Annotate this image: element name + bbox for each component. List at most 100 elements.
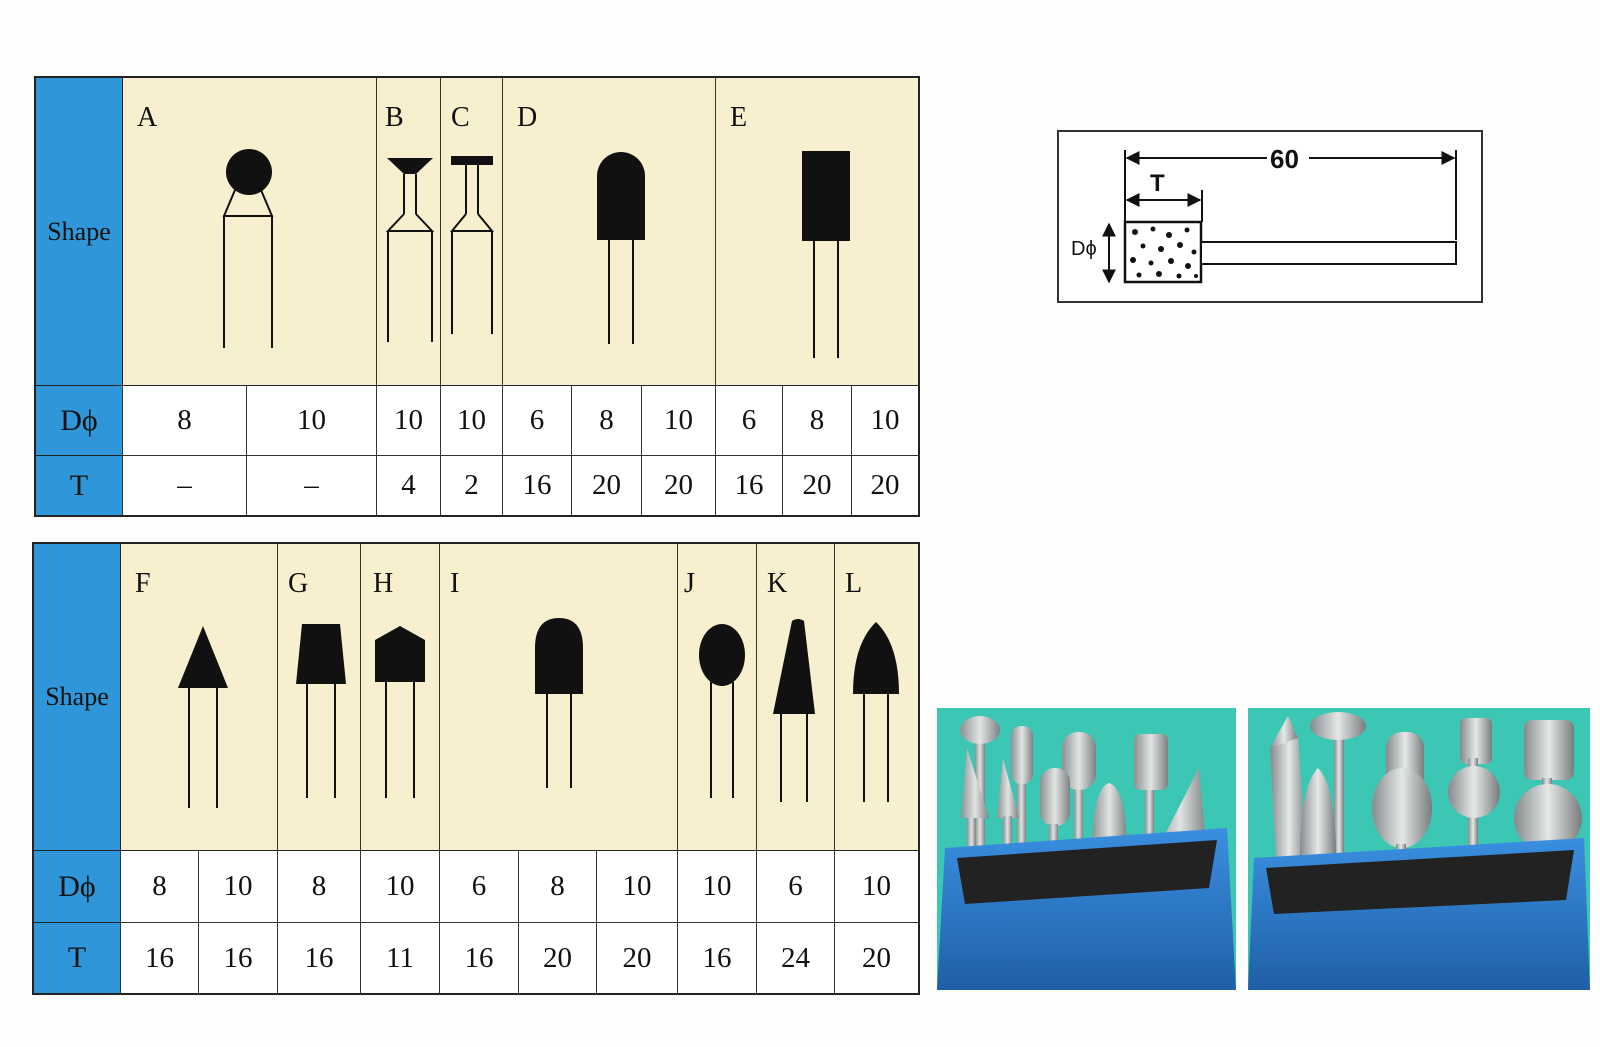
thickness-cell: 20 xyxy=(782,456,851,515)
group-k: K xyxy=(757,544,835,850)
group-letter: F xyxy=(135,568,151,599)
thickness-cell: 20 xyxy=(851,456,918,515)
diameter-cell: 8 xyxy=(122,386,246,456)
tool-shape-j xyxy=(699,624,745,798)
tool-shapes xyxy=(178,618,899,808)
group-e: E xyxy=(716,78,919,385)
thickness-cell: 16 xyxy=(502,456,571,515)
thickness-cell: 20 xyxy=(834,923,918,993)
group-letter: L xyxy=(845,568,863,599)
thickness-cell: – xyxy=(246,456,376,515)
diameter-cell: 10 xyxy=(596,851,677,923)
tool-shape-e xyxy=(802,151,850,358)
product-photo-right xyxy=(1248,708,1590,990)
dimension-diagram: 60 T Dϕ xyxy=(1057,130,1483,303)
diameter-cell: 8 xyxy=(571,386,641,456)
group-letter: C xyxy=(451,102,470,133)
group-letter: K xyxy=(767,568,788,599)
thickness-cell: 16 xyxy=(277,923,360,993)
group-letter: G xyxy=(288,568,309,599)
thickness-cell: 20 xyxy=(571,456,641,515)
group-f: F xyxy=(121,544,278,850)
group-j: J xyxy=(678,544,757,850)
diameter-cell: 6 xyxy=(715,386,782,456)
thickness-cell: 20 xyxy=(518,923,596,993)
group-letter: A xyxy=(137,102,158,133)
tool-shapes xyxy=(222,149,850,358)
group-c: C xyxy=(441,78,503,385)
diameter-row-header: Dϕ xyxy=(34,851,120,923)
diameter-cell: 8 xyxy=(782,386,851,456)
tool-shape-h xyxy=(375,626,425,798)
shape-illustrations: F G H I J K L xyxy=(120,544,918,851)
thickness-row: – – 4 2 16 20 20 16 20 20 xyxy=(122,456,918,515)
group-b: B xyxy=(377,78,441,385)
thickness-row-header: T xyxy=(36,456,122,515)
diamond-burr-set-image-alt xyxy=(1248,712,1590,990)
shape-illustrations: A B C D E xyxy=(122,78,918,386)
tool-shape-f xyxy=(178,626,228,808)
product-photo-left xyxy=(937,708,1236,990)
grit-dots xyxy=(1130,226,1198,279)
thickness-cell: 4 xyxy=(376,456,440,515)
tool-shape-k xyxy=(773,619,815,802)
group-letter: D xyxy=(517,102,538,133)
diameter-row: 8 10 10 10 6 8 10 6 8 10 xyxy=(122,386,918,456)
diameter-row-header: Dϕ xyxy=(36,386,122,456)
diameter-cell: 8 xyxy=(518,851,596,923)
group-i: I xyxy=(440,544,678,850)
diameter-cell: 10 xyxy=(834,851,918,923)
shape-row-header: Shape xyxy=(34,544,120,851)
diameter-row: 8 10 8 10 6 8 10 10 6 10 xyxy=(120,851,918,923)
tool-shape-b xyxy=(385,158,435,342)
thickness-cell: 16 xyxy=(439,923,518,993)
thickness-row-header: T xyxy=(34,923,120,993)
diameter-cell: 10 xyxy=(198,851,277,923)
group-a: A xyxy=(123,78,377,385)
shape-table-2: Shape Dϕ T F G H I J K L xyxy=(32,542,920,995)
tool-shape-l xyxy=(853,622,899,802)
shape-row-header: Shape xyxy=(36,78,122,386)
group-letter: B xyxy=(385,102,404,133)
diameter-cell: 10 xyxy=(851,386,918,456)
thickness-cell: 16 xyxy=(677,923,756,993)
thickness-cell: 20 xyxy=(641,456,715,515)
diameter-cell: 10 xyxy=(677,851,756,923)
diameter-cell: 10 xyxy=(641,386,715,456)
thickness-label: T xyxy=(1150,170,1165,197)
tool-shape-a xyxy=(222,149,274,348)
thickness-cell: 11 xyxy=(360,923,439,993)
diameter-label: Dϕ xyxy=(1071,238,1097,260)
tool-shape-d xyxy=(597,152,645,344)
thickness-cell: 16 xyxy=(715,456,782,515)
group-h: H xyxy=(361,544,440,850)
tool-shape-i xyxy=(535,618,583,788)
diameter-cell: 10 xyxy=(440,386,502,456)
diamond-burr-set-image xyxy=(937,716,1236,990)
group-letter: J xyxy=(684,568,695,599)
diameter-cell: 8 xyxy=(277,851,360,923)
diameter-cell: 10 xyxy=(376,386,440,456)
thickness-cell: 2 xyxy=(440,456,502,515)
diameter-cell: 10 xyxy=(360,851,439,923)
diameter-cell: 8 xyxy=(120,851,198,923)
length-label: 60 xyxy=(1270,144,1299,174)
thickness-cell: 24 xyxy=(756,923,834,993)
group-letter: E xyxy=(730,102,748,133)
thickness-cell: – xyxy=(122,456,246,515)
diameter-cell: 6 xyxy=(502,386,571,456)
diameter-cell: 10 xyxy=(246,386,376,456)
tool-shape-c xyxy=(449,156,495,334)
diameter-cell: 6 xyxy=(439,851,518,923)
group-l: L xyxy=(835,544,919,850)
group-letter: I xyxy=(450,568,460,599)
shape-table-1: Shape Dϕ T A B C D E xyxy=(34,76,920,517)
diameter-cell: 6 xyxy=(756,851,834,923)
thickness-row: 16 16 16 11 16 20 20 16 24 20 xyxy=(120,923,918,993)
dimension-drawing xyxy=(1102,150,1457,284)
thickness-cell: 20 xyxy=(596,923,677,993)
group-d: D xyxy=(503,78,716,385)
group-g: G xyxy=(278,544,361,850)
tool-shape-g xyxy=(296,624,346,798)
group-letter: H xyxy=(373,568,394,599)
